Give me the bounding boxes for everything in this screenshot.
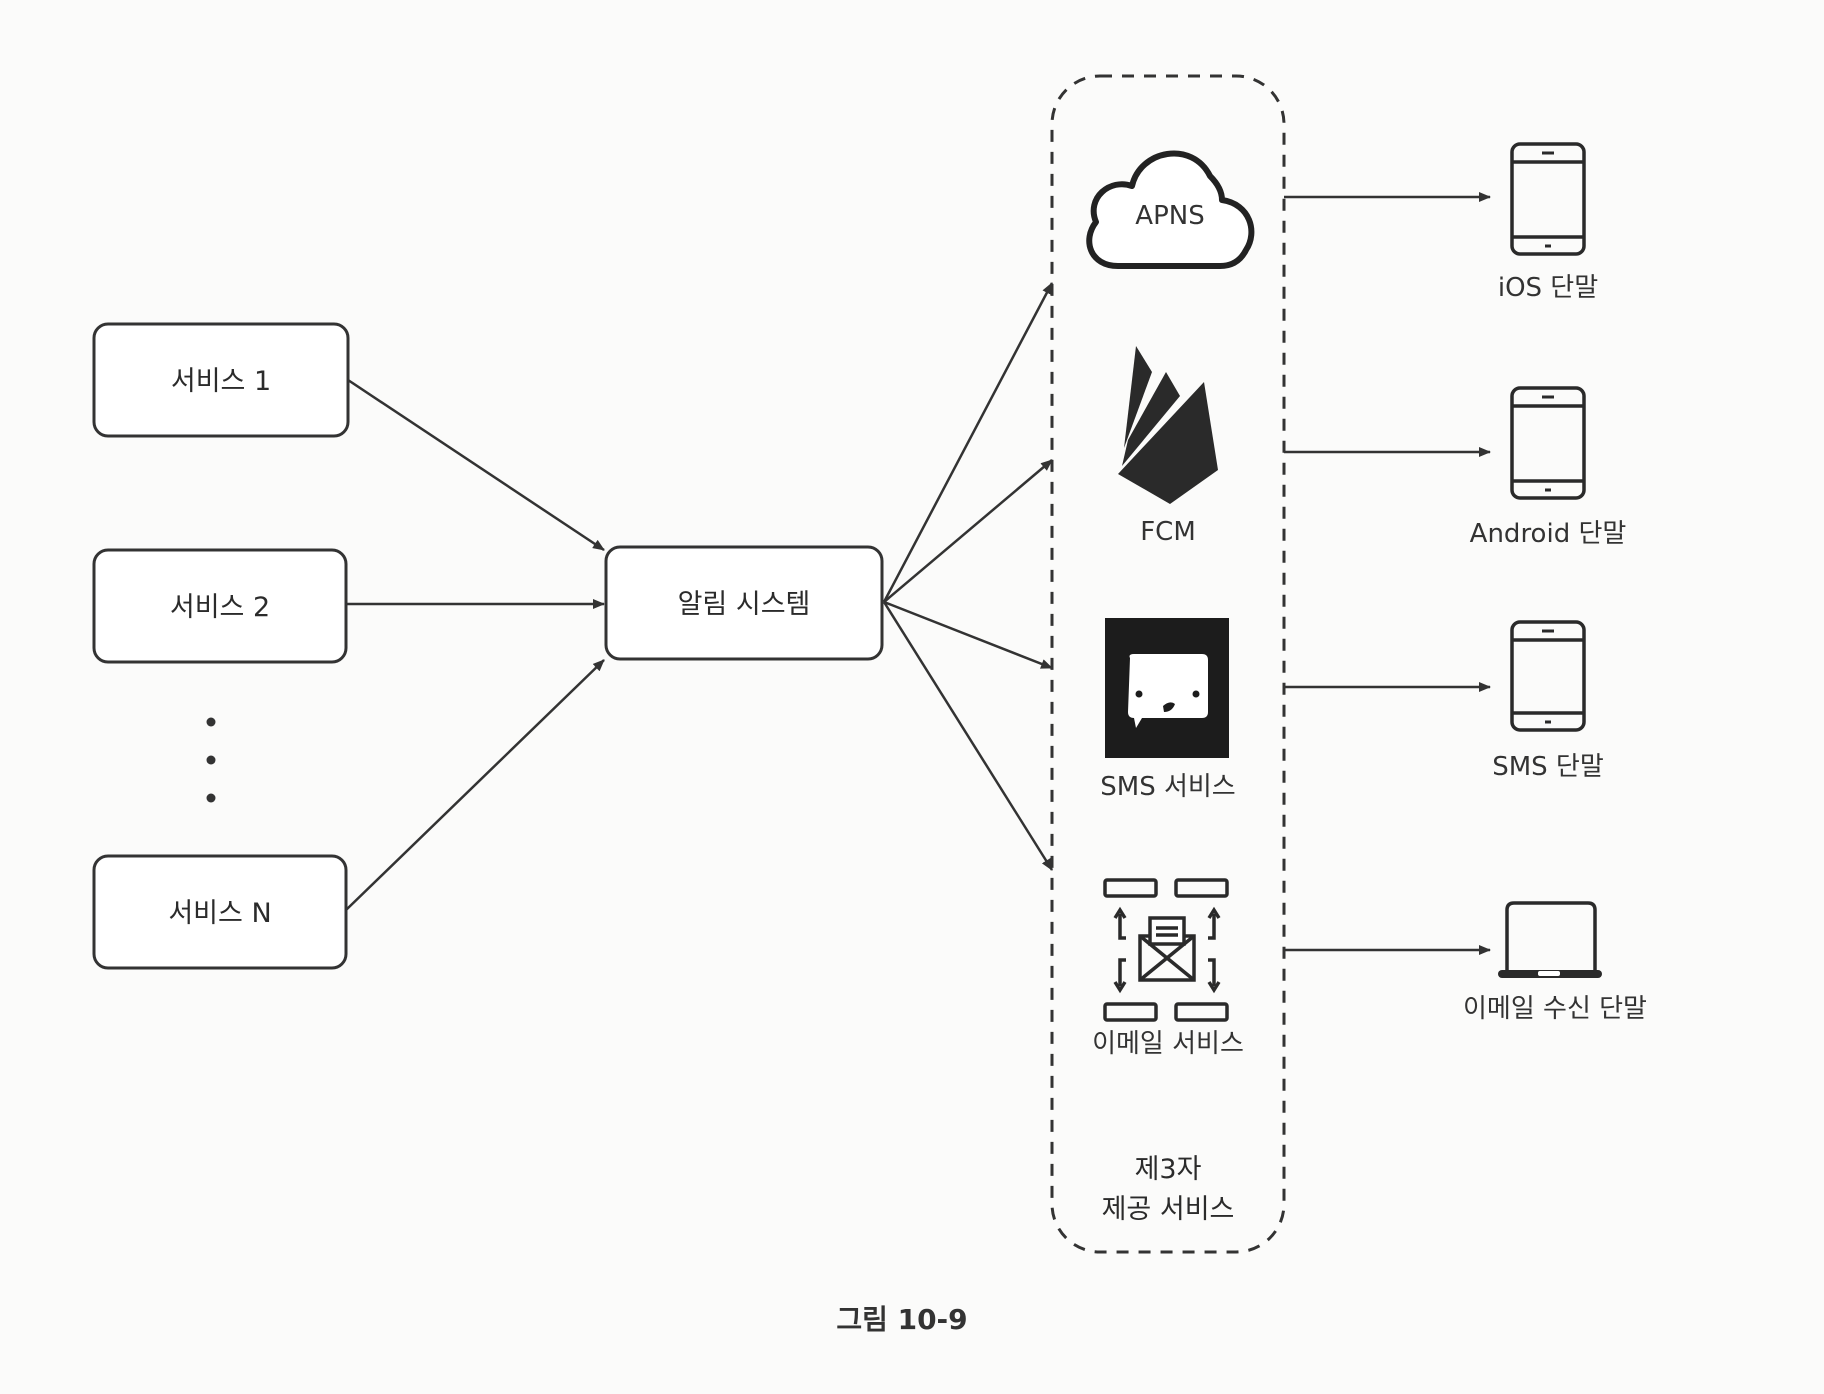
edge-hub-to-fcm: [883, 459, 1053, 603]
service-2-box[interactable]: [92, 548, 348, 664]
edge-hub-to-email: [882, 601, 1054, 871]
service-node-n[interactable]: 서비스 N: [92, 854, 348, 970]
firebase-icon: [1118, 346, 1218, 504]
smartphone-icon: [1510, 386, 1586, 500]
chat-bubble-icon: [1105, 618, 1229, 758]
edge-hub-to-apns: [882, 282, 1054, 603]
service-n-label: 서비스 N: [168, 898, 271, 929]
android-device-label: Android 단말: [1470, 519, 1627, 549]
smartphone-icon: [1510, 620, 1586, 732]
provider-email[interactable]: 이메일 서비스: [1092, 878, 1244, 1059]
edge-service1-to-hub: [347, 378, 605, 552]
device-ios[interactable]: iOS 단말: [1498, 142, 1598, 303]
device-email[interactable]: 이메일 수신 단말: [1463, 901, 1647, 1024]
ios-device-label: iOS 단말: [1498, 273, 1598, 303]
apns-label: APNS: [1135, 201, 1204, 231]
ellipsis-dot: [206, 755, 216, 765]
service-ellipsis: [206, 717, 216, 803]
fcm-label: FCM: [1140, 517, 1196, 547]
sms-device-label: SMS 단말: [1492, 752, 1604, 782]
edge-serviceN-to-hub: [345, 659, 605, 911]
third-party-label-line2: 제공 서비스: [1102, 1194, 1235, 1225]
email-service-label: 이메일 서비스: [1092, 1029, 1244, 1059]
service-node-2[interactable]: 서비스 2: [92, 548, 348, 664]
sms-service-label: SMS 서비스: [1100, 772, 1235, 802]
service-n-box[interactable]: [92, 854, 348, 970]
device-android[interactable]: Android 단말: [1470, 386, 1627, 549]
service-node-1[interactable]: 서비스 1: [92, 322, 350, 438]
notification-system-box[interactable]: [604, 545, 884, 661]
notification-system-label: 알림 시스템: [678, 589, 811, 620]
email-server-icon: [1103, 878, 1229, 1022]
laptop-icon: [1498, 901, 1602, 978]
cloud-icon: [1086, 150, 1255, 269]
third-party-label-line1: 제3자: [1135, 1154, 1202, 1185]
provider-fcm[interactable]: FCM: [1118, 346, 1218, 547]
provider-apns[interactable]: APNS: [1086, 150, 1255, 269]
device-sms[interactable]: SMS 단말: [1492, 620, 1604, 782]
email-device-label: 이메일 수신 단말: [1463, 994, 1647, 1024]
provider-sms[interactable]: SMS 서비스: [1100, 618, 1236, 802]
smartphone-icon: [1510, 142, 1586, 256]
edge-hub-to-sms: [883, 600, 1053, 670]
service-1-label: 서비스 1: [171, 366, 271, 397]
notification-system-node[interactable]: 알림 시스템: [604, 545, 884, 661]
ellipsis-dot: [206, 717, 216, 727]
service-2-label: 서비스 2: [170, 592, 270, 623]
ellipsis-dot: [206, 793, 216, 803]
figure-caption: 그림 10-9: [836, 1303, 967, 1336]
